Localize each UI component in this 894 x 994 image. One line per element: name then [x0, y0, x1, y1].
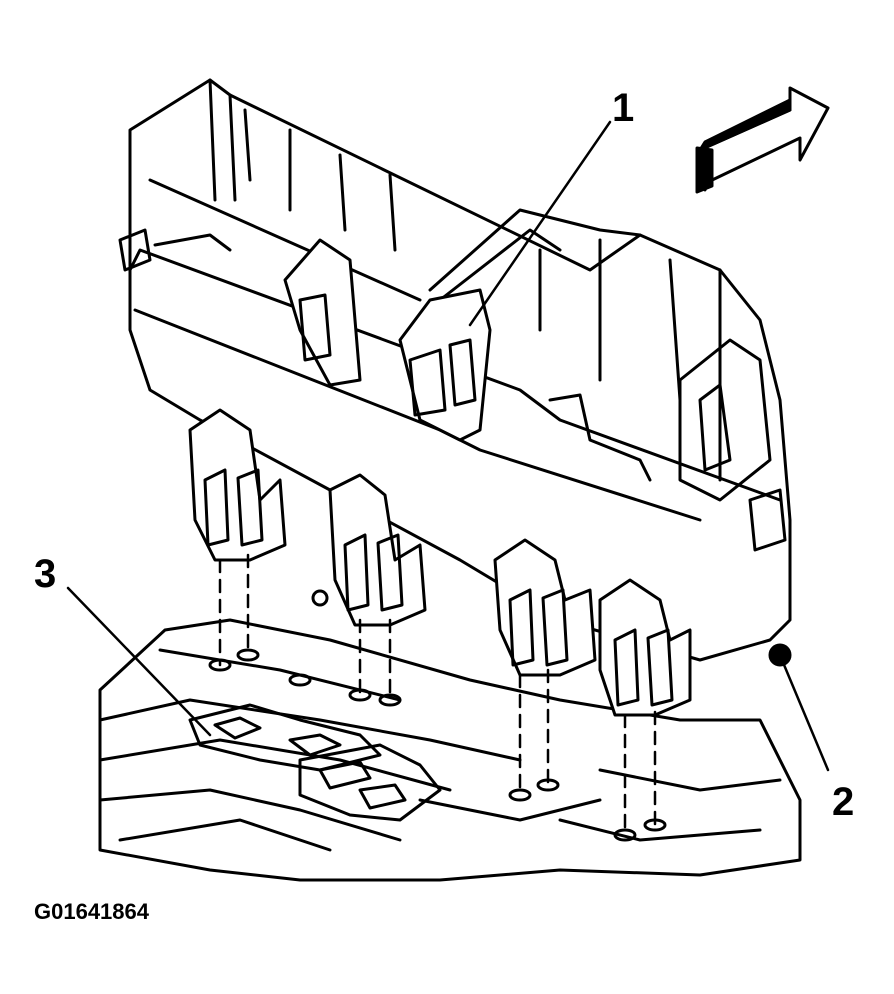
- seat-latch-assembly: [283, 238, 492, 442]
- callout-3: 3: [34, 552, 57, 596]
- callout-1: 1: [612, 86, 635, 130]
- floor-stud-holes: [208, 648, 667, 842]
- seat-support-legs: [188, 408, 692, 717]
- floor-bracket: [188, 703, 442, 822]
- floor-panel: [98, 618, 802, 882]
- alignment-lines: [218, 553, 657, 837]
- figure-id: G01641864: [34, 899, 149, 924]
- retaining-nut: [311, 589, 792, 667]
- side-trim: [118, 228, 787, 552]
- leader-lines: [66, 120, 830, 772]
- forward-arrow-icon: [695, 86, 830, 194]
- callout-2: 2: [832, 780, 855, 824]
